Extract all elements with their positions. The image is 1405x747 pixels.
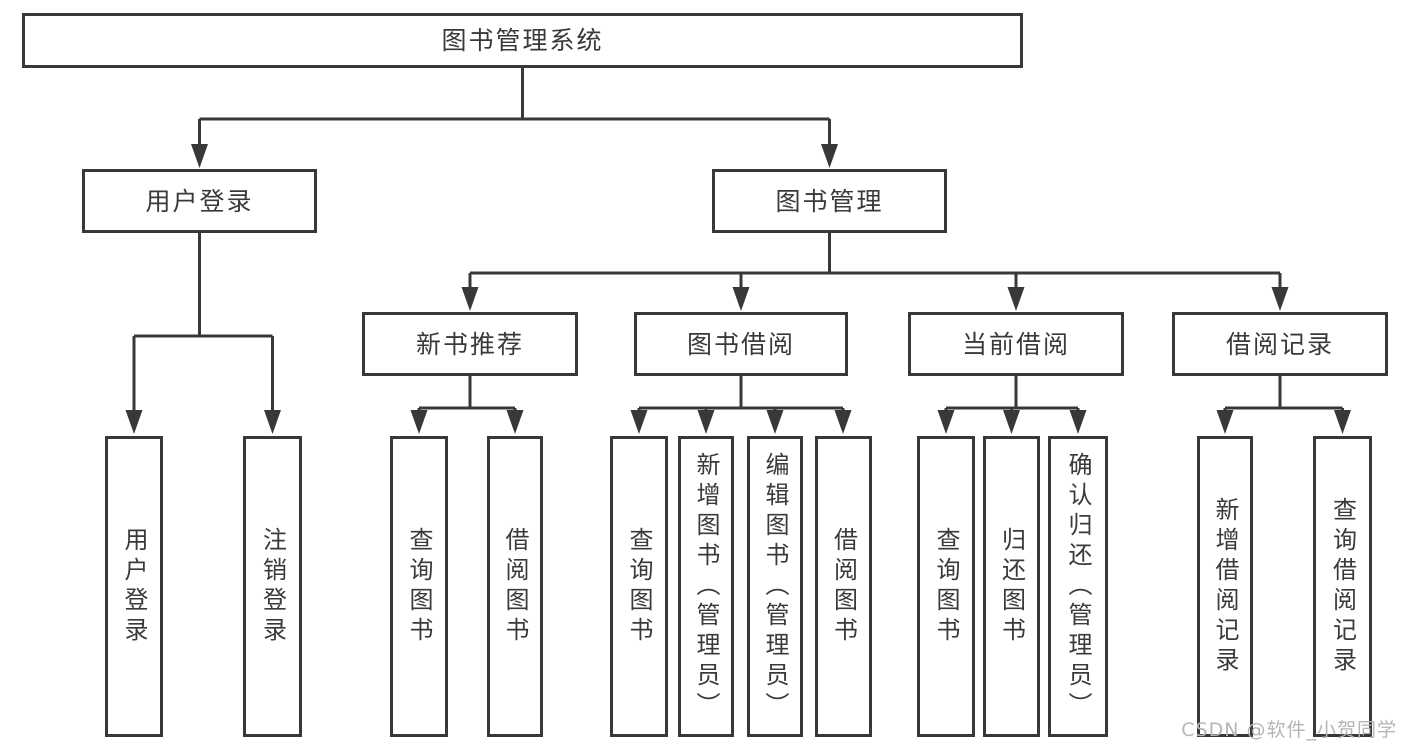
leaf-edit-books-admin: 编辑图书（管理员）: [747, 436, 803, 737]
leaf-label: 新增借阅记录: [1211, 496, 1239, 677]
node-current-borrowing: 当前借阅: [908, 312, 1124, 376]
leaf-query-books-recommend: 查询图书: [390, 436, 448, 737]
leaf-return-books: 归还图书: [983, 436, 1040, 737]
leaf-label: 查询借阅记录: [1328, 496, 1357, 677]
node-label: 图书借阅: [686, 329, 795, 359]
leaf-user-login: 用户登录: [105, 436, 163, 737]
leaf-label: 借阅图书: [829, 526, 858, 647]
leaf-label: 查询图书: [932, 526, 960, 647]
leaf-label: 注销登录: [258, 526, 287, 647]
node-book-management: 图书管理: [712, 169, 947, 233]
node-book-borrowing: 图书借阅: [634, 312, 848, 376]
node-library-management-system: 图书管理系统: [22, 13, 1023, 68]
leaf-query-borrow-record: 查询借阅记录: [1313, 436, 1372, 737]
node-label: 新书推荐: [415, 329, 524, 359]
node-borrowing-records: 借阅记录: [1172, 312, 1388, 376]
leaf-query-books-current: 查询图书: [917, 436, 975, 737]
leaf-borrow-books: 借阅图书: [815, 436, 872, 737]
leaf-logout: 注销登录: [243, 436, 302, 737]
leaf-label: 编辑图书（管理员）: [761, 451, 789, 722]
leaf-label: 借阅图书: [501, 526, 529, 647]
node-label: 用户登录: [145, 186, 254, 216]
leaf-label: 查询图书: [405, 526, 433, 647]
leaf-label: 用户登录: [120, 526, 148, 647]
node-user-login: 用户登录: [82, 169, 317, 233]
csdn-watermark: CSDN @软件_小贺同学: [1181, 719, 1397, 741]
node-label: 当前借阅: [961, 329, 1070, 359]
node-new-book-recommend: 新书推荐: [362, 312, 578, 376]
node-label: 借阅记录: [1225, 329, 1334, 359]
leaf-label: 确认归还（管理员）: [1064, 451, 1092, 722]
leaf-label: 归还图书: [997, 526, 1026, 647]
leaf-query-books-borrowing: 查询图书: [610, 436, 668, 737]
node-label: 图书管理: [775, 186, 884, 216]
node-label: 图书管理系统: [441, 26, 604, 55]
leaf-borrow-books-recommend: 借阅图书: [487, 436, 543, 737]
leaf-add-books-admin: 新增图书（管理员）: [678, 436, 734, 737]
leaf-label: 查询图书: [625, 526, 653, 647]
leaf-label: 新增图书（管理员）: [692, 451, 720, 722]
leaf-add-borrow-record: 新增借阅记录: [1197, 436, 1253, 737]
leaf-confirm-return-admin: 确认归还（管理员）: [1048, 436, 1108, 737]
